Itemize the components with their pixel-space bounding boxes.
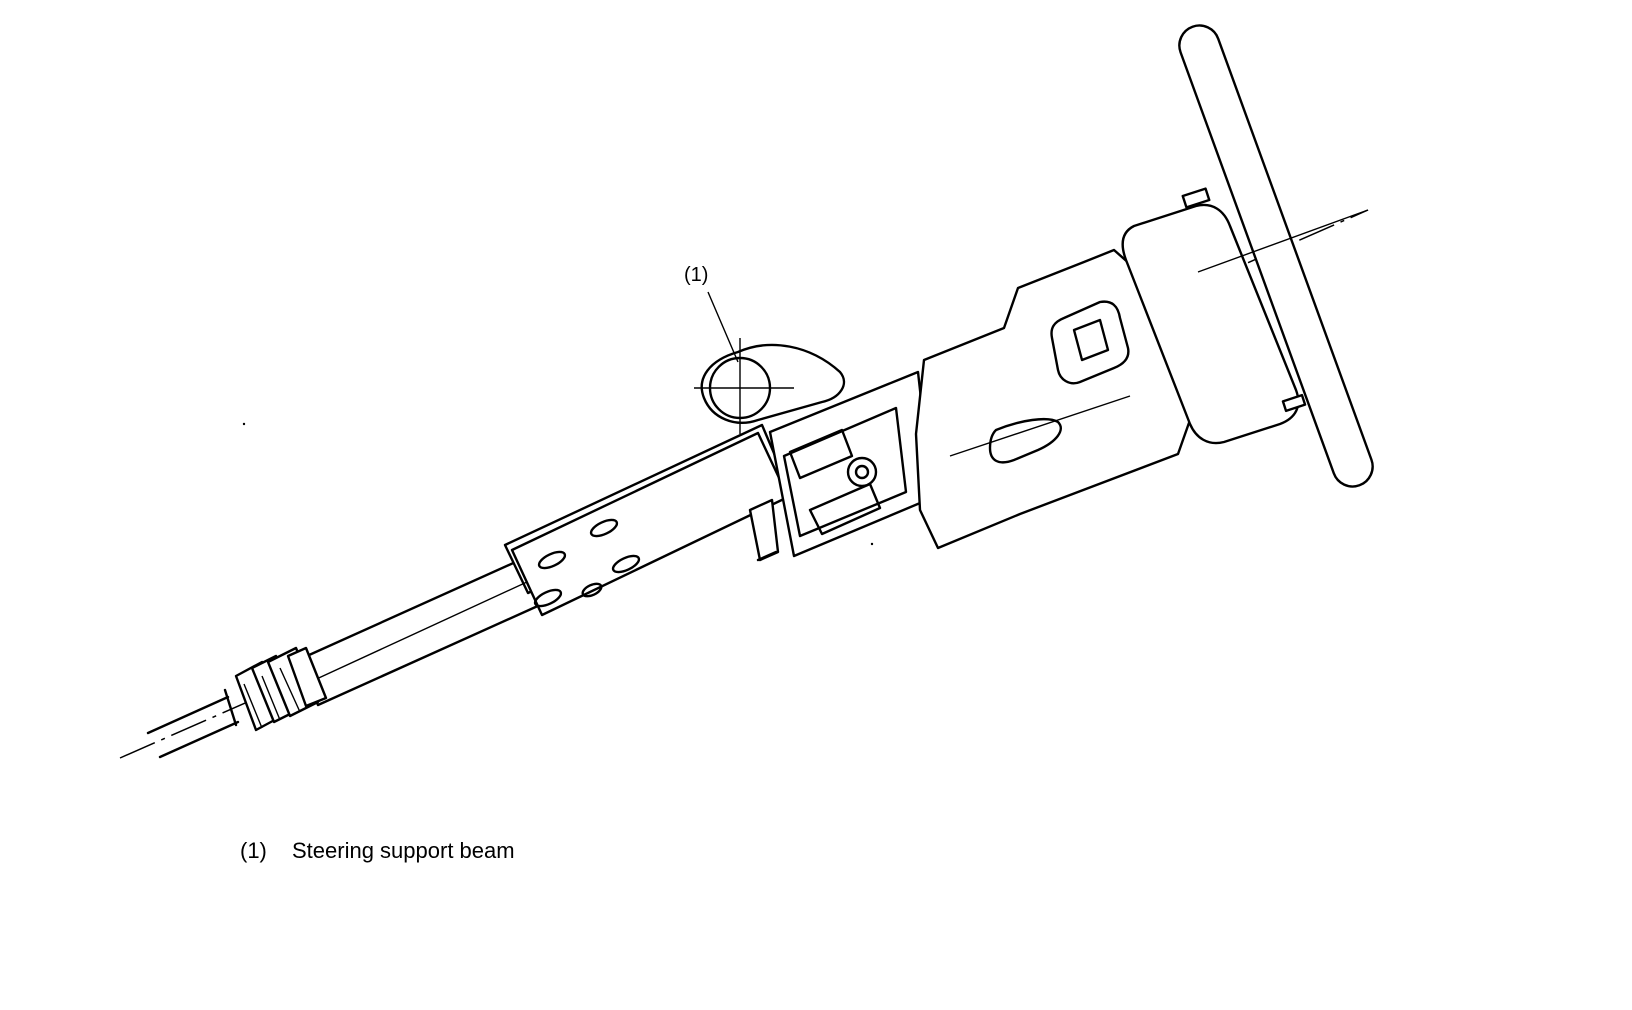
- legend-item: (1) Steering support beam: [240, 838, 515, 864]
- column-bracket: [748, 370, 934, 562]
- steering-shaft: [146, 688, 240, 759]
- callout-leader: [707, 291, 739, 363]
- column-boot: [234, 646, 328, 732]
- column-cover: [914, 248, 1192, 550]
- stray-dot: [870, 542, 874, 546]
- legend-number: (1): [240, 838, 267, 863]
- steering-wheel-pad: [1121, 187, 1307, 445]
- steering-wheel-rim: [1178, 24, 1374, 488]
- stray-dot: [242, 422, 246, 426]
- legend-label: Steering support beam: [292, 838, 515, 863]
- callout-label-1: (1): [684, 264, 709, 286]
- steering-support-beam: [694, 338, 846, 434]
